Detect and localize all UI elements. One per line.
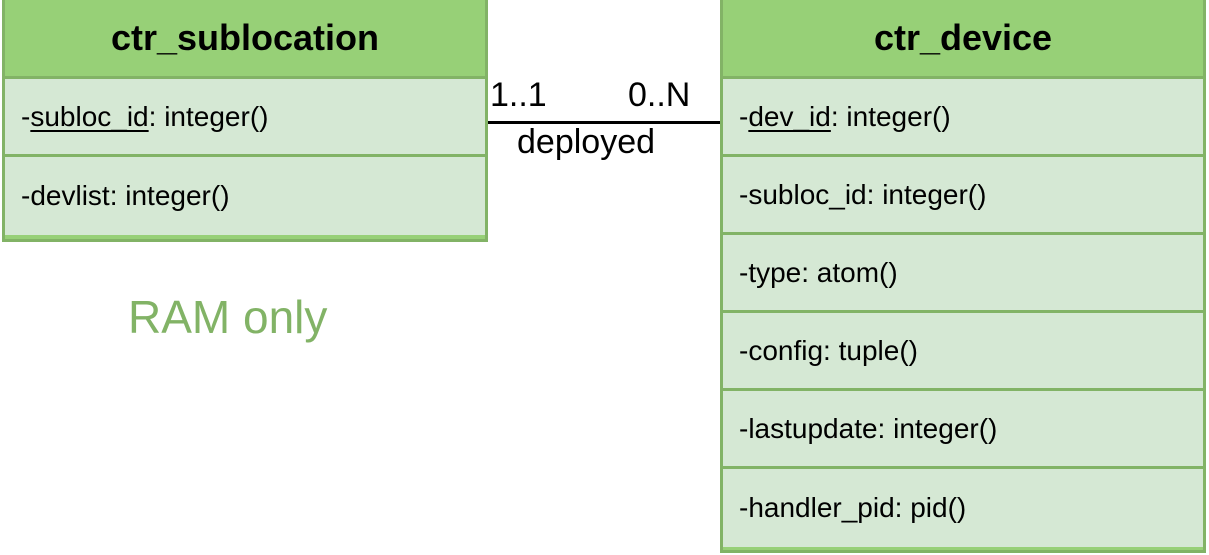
attribute-prefix: - — [739, 334, 749, 366]
entity-title: ctr_device — [723, 0, 1203, 79]
attribute-row[interactable]: - subloc_id: integer() — [5, 79, 485, 157]
attribute-row[interactable]: - lastupdate: integer() — [723, 391, 1203, 469]
entity-ctr-sublocation[interactable]: ctr_sublocation - subloc_id: integer() -… — [2, 0, 488, 242]
attribute-prefix: - — [739, 100, 749, 132]
attribute-prefix: - — [739, 492, 749, 523]
left-multiplicity: 1..1 — [490, 76, 547, 114]
attribute-row[interactable]: - config: tuple() — [723, 313, 1203, 391]
ram-only-note: RAM only — [128, 291, 328, 343]
attribute-type: : integer() — [830, 100, 951, 132]
relationship-line[interactable] — [488, 121, 720, 124]
attribute-type: : integer() — [148, 100, 269, 132]
attribute-prefix: - — [21, 180, 31, 211]
attribute-row[interactable]: - handler_pid: pid() — [723, 469, 1203, 547]
attribute-row[interactable]: - devlist: integer() — [5, 157, 485, 235]
attribute-row[interactable]: - dev_id: integer() — [723, 79, 1203, 157]
entity-title: ctr_sublocation — [5, 0, 485, 79]
attribute-text: lastupdate: integer() — [748, 412, 998, 444]
attribute-prefix: - — [739, 412, 749, 444]
attribute-text: config: tuple() — [748, 334, 918, 366]
attribute-row[interactable]: - type: atom() — [723, 235, 1203, 313]
attribute-prefix: - — [739, 178, 749, 210]
attribute-text: handler_pid: pid() — [748, 492, 967, 523]
attribute-text: type: atom() — [748, 256, 898, 288]
relationship-label: deployed — [517, 123, 656, 161]
right-multiplicity: 0..N — [628, 76, 691, 114]
entity-ctr-device[interactable]: ctr_device - dev_id: integer() - subloc_… — [720, 0, 1206, 553]
primary-key-name: subloc_id — [30, 100, 149, 132]
primary-key-name: dev_id — [748, 100, 831, 132]
attribute-row[interactable]: - subloc_id: integer() — [723, 157, 1203, 235]
attribute-text: subloc_id: integer() — [748, 178, 987, 210]
attribute-prefix: - — [739, 256, 749, 288]
attribute-prefix: - — [21, 100, 31, 132]
attribute-text: devlist: integer() — [30, 180, 230, 211]
